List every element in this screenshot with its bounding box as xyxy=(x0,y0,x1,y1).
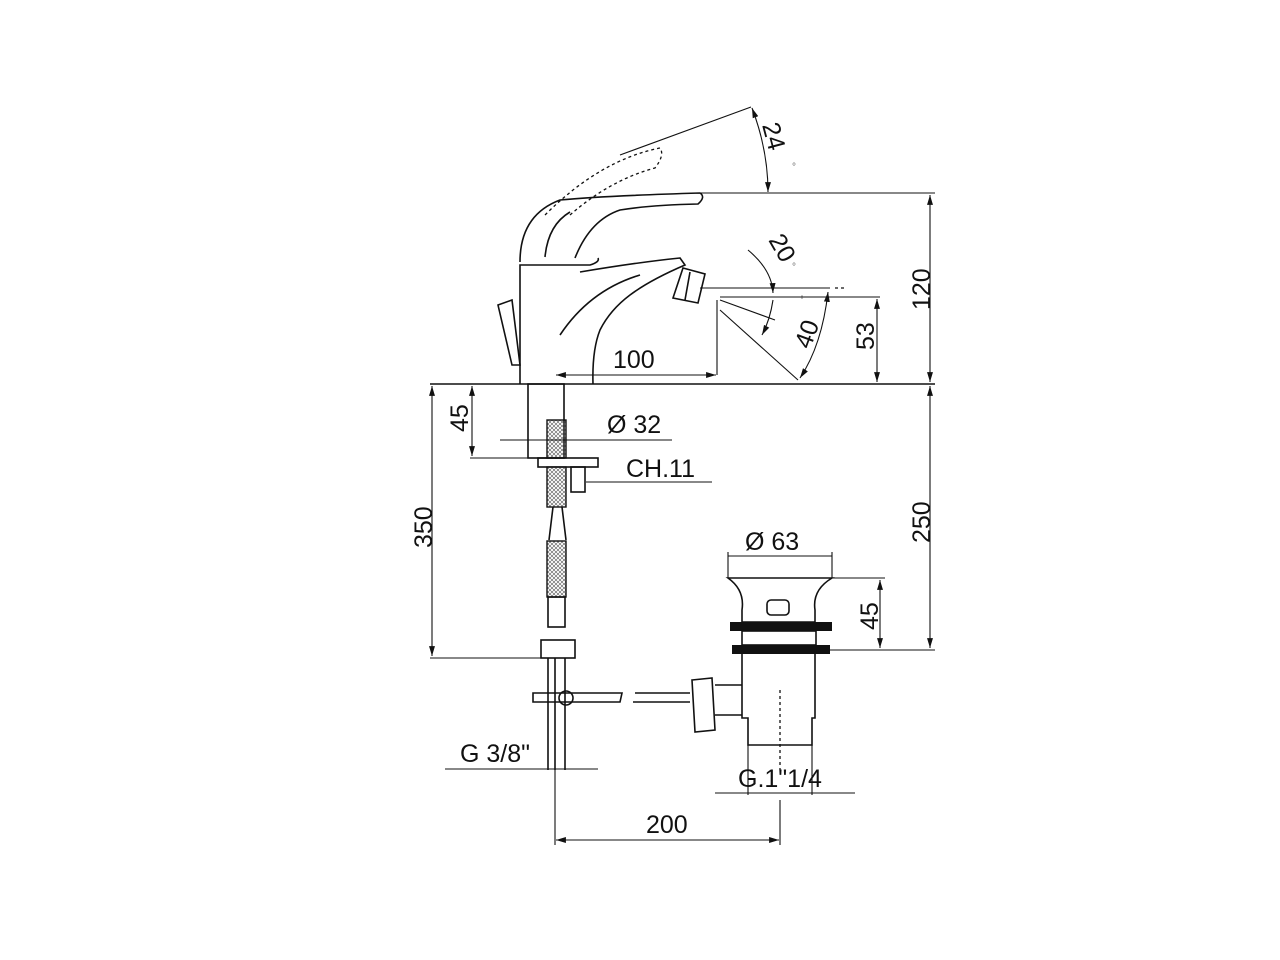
mixer-body xyxy=(497,147,706,385)
shank-and-hose xyxy=(527,383,716,770)
label-hose-length: 350 xyxy=(410,506,438,548)
label-spout-angle-down: 40 xyxy=(789,316,825,352)
degree-mark: ° xyxy=(800,295,804,306)
label-shank-length: 45 xyxy=(446,404,474,432)
label-waste-length: 250 xyxy=(908,501,936,543)
label-spout-reach: 100 xyxy=(613,346,655,374)
label-spout-height: 53 xyxy=(852,322,880,350)
label-wrench-size: CH.11 xyxy=(626,455,695,483)
angle-lines xyxy=(619,106,935,381)
label-waste-thread: G.1"1/4 xyxy=(738,765,822,793)
label-inlet-thread: G 3/8" xyxy=(460,740,530,768)
label-centre-distance: 200 xyxy=(646,811,688,839)
degree-mark: ° xyxy=(792,262,796,273)
label-total-height: 120 xyxy=(908,268,936,310)
waste-fitting xyxy=(715,577,835,770)
label-waste-diameter: Ø 63 xyxy=(745,528,799,556)
label-waste-height: 45 xyxy=(856,602,884,630)
degree-mark: ° xyxy=(792,162,796,173)
label-shank-diameter: Ø 32 xyxy=(607,411,661,439)
label-lever-angle: 24 xyxy=(756,119,790,153)
